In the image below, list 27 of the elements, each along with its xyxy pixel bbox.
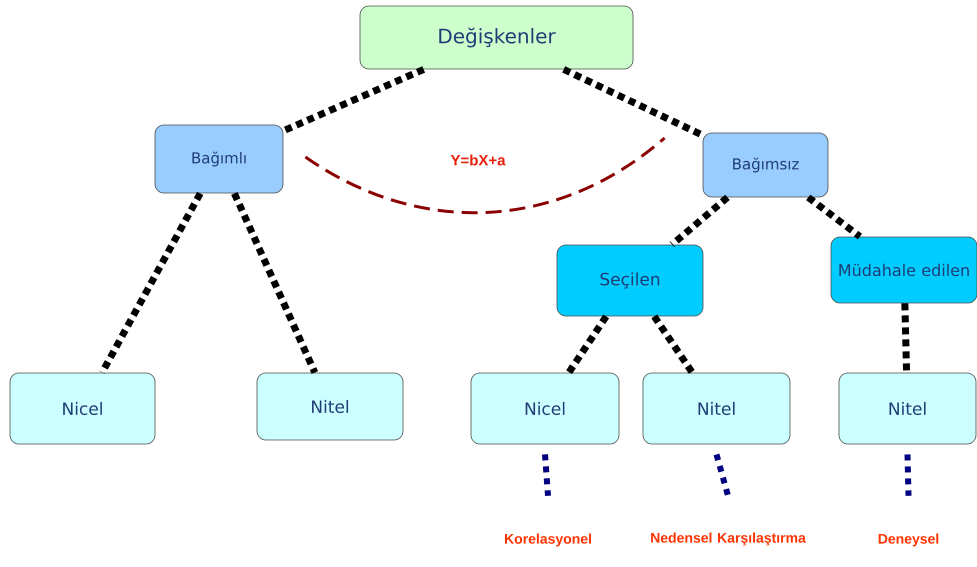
connector-line (904, 454, 912, 496)
process-box: Nicel (10, 372, 156, 444)
process-box: Bağımsız (702, 132, 828, 198)
process-box: Nicel (470, 372, 620, 444)
process-box: Müdahale edilen (830, 236, 977, 304)
connector-line (806, 194, 862, 240)
connector-line (714, 454, 731, 497)
edge-label: Y=bX+a (450, 154, 506, 166)
connector-line (304, 136, 666, 214)
connector-line (562, 66, 704, 138)
outcome-text: Nedensel Karşılaştırma (651, 532, 806, 546)
process-box: Değişkenler (360, 6, 634, 70)
connector-line (651, 314, 696, 375)
outcome-text: Deneysel (878, 533, 938, 547)
process-box: Nitel (256, 372, 404, 440)
connector-line (231, 192, 318, 374)
connector-line (901, 303, 910, 373)
process-box: Seçilen (556, 244, 704, 316)
connector-line (566, 314, 610, 375)
outcome-text: Korelasyonel (504, 533, 591, 547)
process-box: Nitel (642, 372, 790, 444)
connector-line (99, 192, 204, 374)
process-box: Nitel (838, 372, 976, 444)
connector-line (670, 194, 730, 248)
connector-line (282, 66, 426, 134)
connector-line (542, 454, 551, 496)
process-box: Bağımlı (154, 124, 284, 194)
